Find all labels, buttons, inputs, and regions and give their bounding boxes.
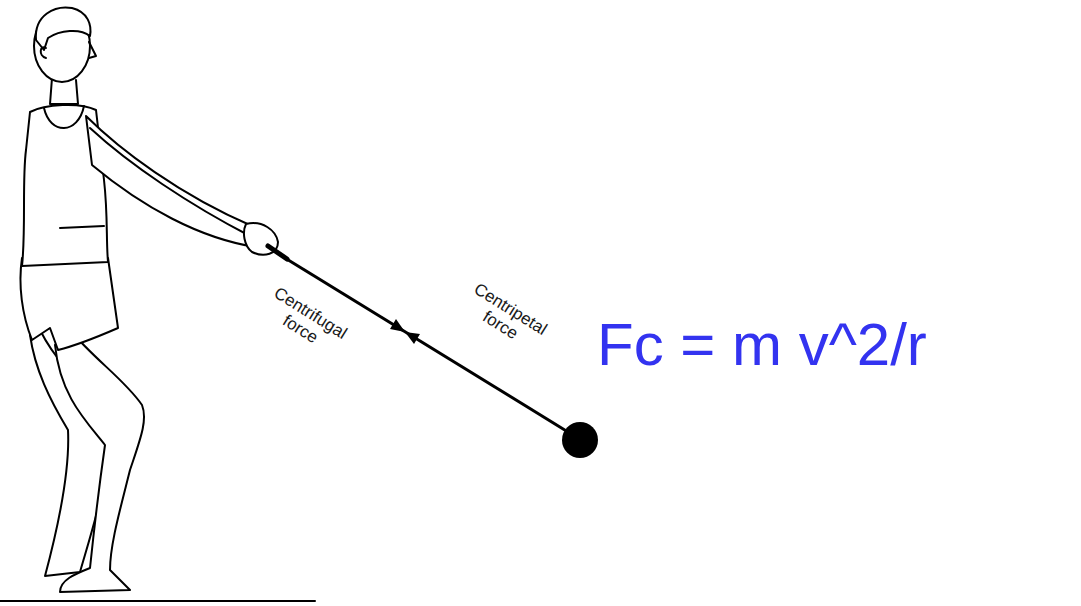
front-leg <box>55 330 144 592</box>
ear <box>41 47 46 58</box>
hammer-wire <box>285 258 568 432</box>
arm-line <box>90 128 250 236</box>
centripetal-arrowhead <box>405 332 420 344</box>
waistline <box>60 226 104 228</box>
hammer-ball <box>562 422 598 458</box>
force-label: Centrifugal force <box>260 284 350 359</box>
tank-top-neckline <box>44 106 84 128</box>
formula: Fc = m v^2/r <box>597 312 927 378</box>
centrifugal-arrowhead <box>390 319 405 332</box>
nose <box>89 42 96 58</box>
hair <box>36 7 91 50</box>
shorts <box>20 258 118 350</box>
ground-line <box>0 600 315 602</box>
arms <box>86 116 262 248</box>
hammer-handle <box>268 246 287 259</box>
force-label: Centripetal force <box>460 280 550 355</box>
